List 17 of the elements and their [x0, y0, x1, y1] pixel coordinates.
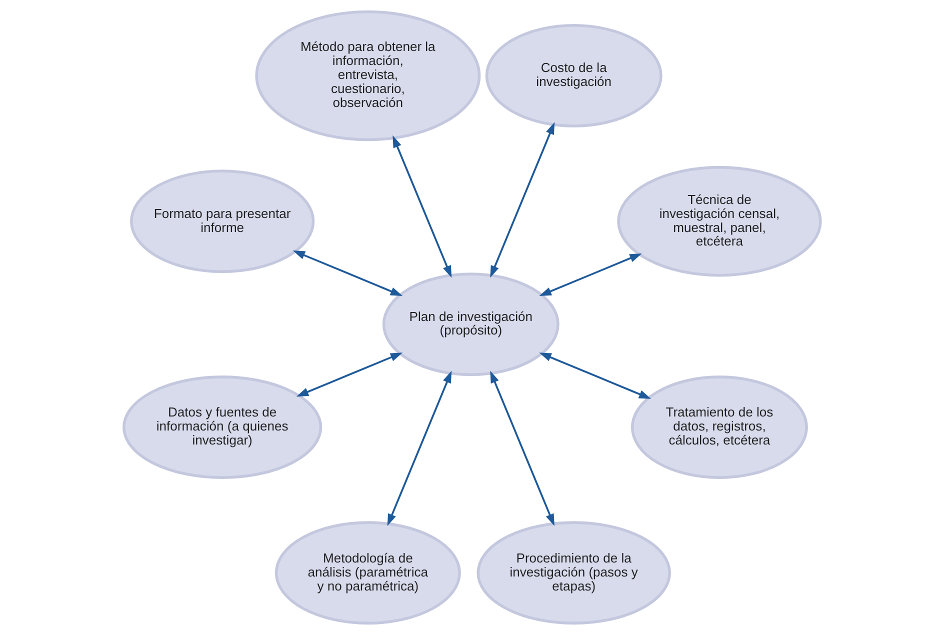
node-ellipse: Plan de investigación (propósito) [382, 272, 560, 376]
arrow [490, 370, 554, 526]
node-ellipse: Formato para presentar informe [130, 170, 315, 274]
node-ellipse: Tratamiento de los datos, registros, cálculos, etcétera [630, 376, 808, 479]
node-ellipse: Metodología de análisis (paramétrica y no paramétrica) [274, 521, 461, 625]
arrow [539, 352, 652, 399]
node-ellipse: Técnica de investigación censal, muestral, panel, etcétera [617, 166, 822, 277]
node-ellipse: Datos y fuentes de información (a quienes investigar) [122, 376, 322, 479]
node-ellipse: Procedimiento de la investigación (pasos y etapas) [476, 521, 672, 625]
node-ellipse: Costo de la investigación [485, 24, 662, 128]
arrow [392, 135, 452, 278]
arrow [539, 253, 642, 296]
arrow [292, 250, 403, 296]
node-ellipse: Método para obtener la información, entrevista, cuestionario, observación [255, 10, 481, 142]
arrow [387, 370, 452, 526]
arrow [296, 352, 403, 397]
arrow [490, 122, 555, 278]
